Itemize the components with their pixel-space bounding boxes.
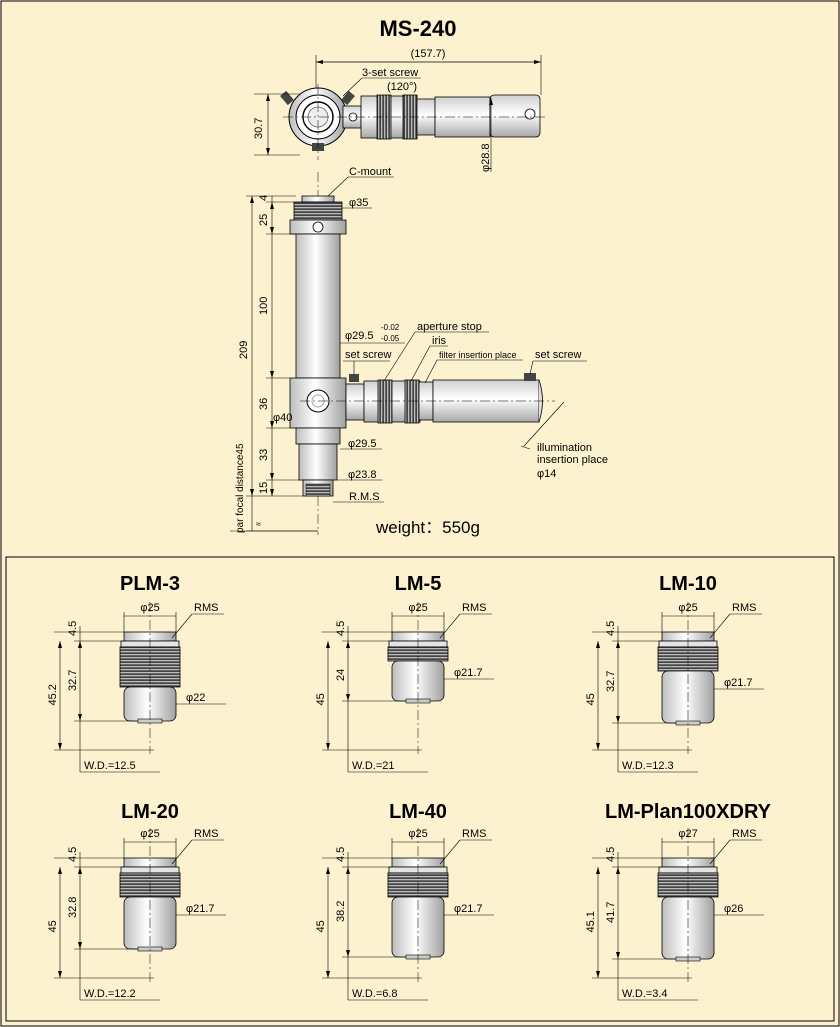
lower-dia-label: φ21.7	[454, 903, 483, 915]
break-mark-icon: ≈	[256, 519, 261, 529]
top-view: (157.7) 3-set screw (120°)	[253, 48, 548, 172]
objective-title: LM-Plan100XDRY	[605, 801, 772, 823]
working-distance-label: W.D.=12.3	[622, 760, 674, 772]
illumination-label-2: insertion place	[537, 454, 608, 466]
lower-dia-label: φ21.7	[724, 677, 753, 689]
tolerance-lower-label: -0.05	[381, 334, 400, 343]
set-screw-right-label: set screw	[535, 349, 582, 361]
dia-29-5-tol-label: φ29.5	[345, 330, 374, 342]
front-view: C-mount φ35 φ29.5 -0.02 -0.05	[230, 166, 608, 537]
top-dia-label: φ25	[408, 828, 427, 840]
overall-width-label: (157.7)	[411, 48, 446, 60]
tolerance-upper-label: -0.02	[381, 323, 400, 332]
par-focal-label: par focal distance45	[235, 443, 246, 533]
objective-title: LM-40	[389, 801, 447, 823]
c-mount-label: C-mount	[349, 166, 391, 178]
working-distance-label: W.D.=3.4	[622, 988, 668, 1000]
dim-small-label: 4.5	[67, 621, 79, 636]
objective-6: LM-Plan100XDRY φ27 RMS φ26 4.5 41.7 45.1W.D.=3…	[585, 801, 772, 1001]
three-set-screw-label: 3-set screw	[362, 67, 418, 79]
objective-title: LM-5	[395, 573, 442, 595]
objective-1: PLM-3 φ25 RMS φ22 4.5 32.7 45.2W.D.=12.5	[47, 573, 226, 773]
dim-total-label: 45	[585, 693, 597, 705]
dia-28-8-label: φ28.8	[480, 143, 492, 172]
objectives-panel	[5, 556, 835, 1022]
iris-label: iris	[432, 335, 447, 347]
illumination-label-3: φ14	[537, 468, 556, 480]
dim-total-label: 45	[47, 920, 59, 932]
top-dia-label: φ25	[678, 602, 697, 614]
working-distance-label: W.D.=21	[352, 760, 395, 772]
rms-label: RMS	[462, 602, 486, 614]
dim-small-label: 4.5	[605, 621, 617, 636]
dim-small-label: 4.5	[605, 847, 617, 862]
rms-label: RMS	[194, 602, 218, 614]
objective-3: LM-10 φ25 RMS φ21.7 4.5 32.7 45W.D.=12.3	[585, 573, 764, 773]
dim-4-label: 4	[258, 195, 270, 201]
rms-label: RMS	[732, 602, 756, 614]
illumination-label-1: illumination	[537, 442, 592, 454]
dia-40-label: φ40	[273, 412, 292, 424]
objective-4: LM-20 φ25 RMS φ21.7 4.5 32.8 45W.D.=12.2	[47, 801, 226, 1001]
aperture-stop-label: aperture stop	[417, 321, 482, 333]
dim-33-label: 33	[258, 449, 270, 461]
objective-title: PLM-3	[120, 573, 180, 595]
top-dia-label: φ27	[678, 828, 697, 840]
dim-total-label: 45	[315, 920, 327, 932]
lower-dia-label: φ21.7	[454, 667, 483, 679]
dim-body-label: 32.7	[67, 670, 79, 691]
objective-title: LM-10	[659, 573, 717, 595]
dim-36-label: 36	[258, 398, 270, 410]
dia-29-5-label: φ29.5	[348, 438, 377, 450]
lower-dia-label: φ26	[724, 903, 743, 915]
top-dia-label: φ25	[140, 602, 159, 614]
objective-title: LM-20	[121, 801, 179, 823]
dim-body-label: 24	[335, 669, 347, 681]
top-dia-label: φ25	[140, 828, 159, 840]
dia-35-label: φ35	[349, 197, 368, 209]
dim-100-label: 100	[258, 297, 270, 315]
objective-5: LM-40 φ25 RMS φ21.7 4.5 38.2 45W.D.=6.8	[315, 801, 494, 1001]
dim-small-label: 4.5	[67, 847, 79, 862]
dim-15-label: 15	[258, 482, 270, 494]
dim-body-label: 38.2	[335, 901, 347, 922]
dim-total-label: 45.2	[47, 684, 59, 705]
dim-body-label: 41.7	[605, 902, 617, 923]
dim-25-label: 25	[258, 214, 270, 226]
working-distance-label: W.D.=12.5	[84, 760, 136, 772]
lower-dia-label: φ21.7	[186, 903, 215, 915]
dim-body-label: 32.7	[605, 671, 617, 692]
angle-120-label: (120°)	[387, 81, 417, 93]
main-title: MS-240	[379, 16, 456, 41]
working-distance-label: W.D.=6.8	[352, 988, 398, 1000]
dim-total-label: 45	[315, 693, 327, 705]
height-30-7-label: 30.7	[253, 118, 265, 139]
dia-23-8-label: φ23.8	[348, 469, 377, 481]
dim-209-label: 209	[238, 341, 250, 359]
rms-label: RMS	[462, 828, 486, 840]
set-screw-left-label: set screw	[345, 349, 392, 361]
dim-small-label: 4.5	[335, 847, 347, 862]
dim-total-label: 45.1	[585, 911, 597, 932]
top-dia-label: φ25	[408, 602, 427, 614]
weight-label: weight：550g	[375, 518, 480, 537]
rms-label: RMS	[732, 828, 756, 840]
rms-label: R.M.S	[349, 491, 380, 503]
objective-2: LM-5 φ25 RMS φ21.7 4.5 24 45W.D.=21	[315, 573, 494, 773]
dim-small-label: 4.5	[335, 621, 347, 636]
dim-body-label: 32.8	[67, 897, 79, 918]
working-distance-label: W.D.=12.2	[84, 988, 136, 1000]
lower-dia-label: φ22	[186, 692, 205, 704]
rms-label: RMS	[194, 828, 218, 840]
filter-insertion-label: filter insertion place	[439, 350, 517, 360]
